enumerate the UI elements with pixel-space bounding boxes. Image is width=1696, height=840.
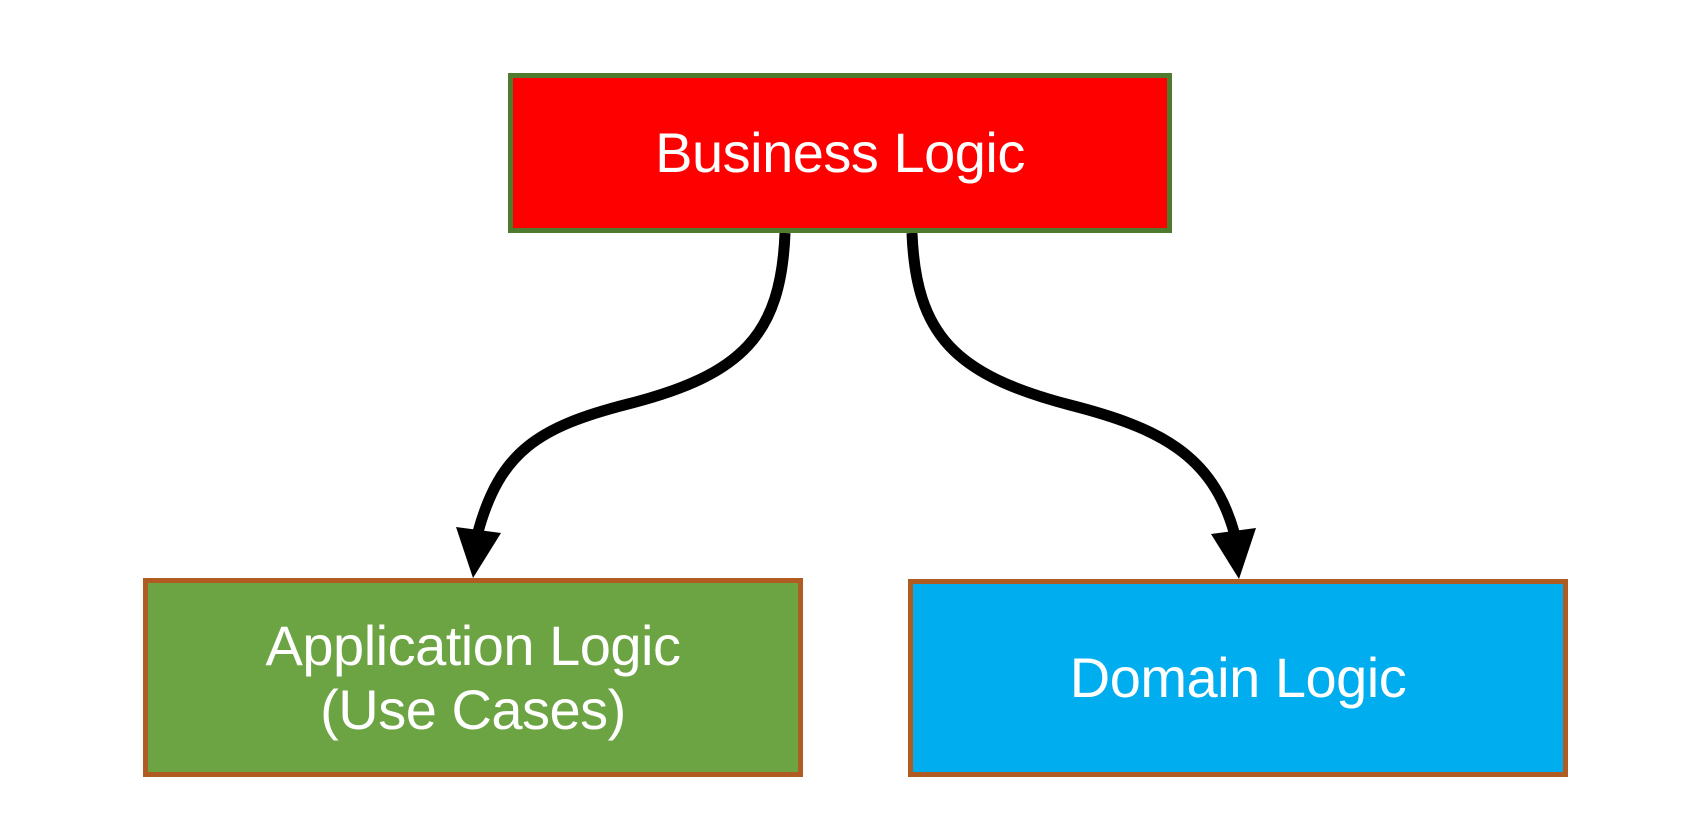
connector-business-to-application <box>472 232 791 534</box>
node-application-logic: Application Logic (Use Cases) <box>143 578 803 777</box>
node-application-logic-label: Application Logic <box>265 613 681 677</box>
node-business-logic-label: Business Logic <box>655 121 1025 184</box>
arrowhead-to-domain-icon <box>1211 528 1256 579</box>
node-domain-logic-label: Domain Logic <box>1069 646 1407 709</box>
node-application-logic-sublabel: (Use Cases) <box>320 677 626 741</box>
node-domain-logic: Domain Logic <box>908 579 1568 777</box>
arrowhead-to-application-icon <box>456 527 501 578</box>
connector-business-to-domain <box>906 232 1240 534</box>
node-business-logic: Business Logic <box>508 73 1172 233</box>
